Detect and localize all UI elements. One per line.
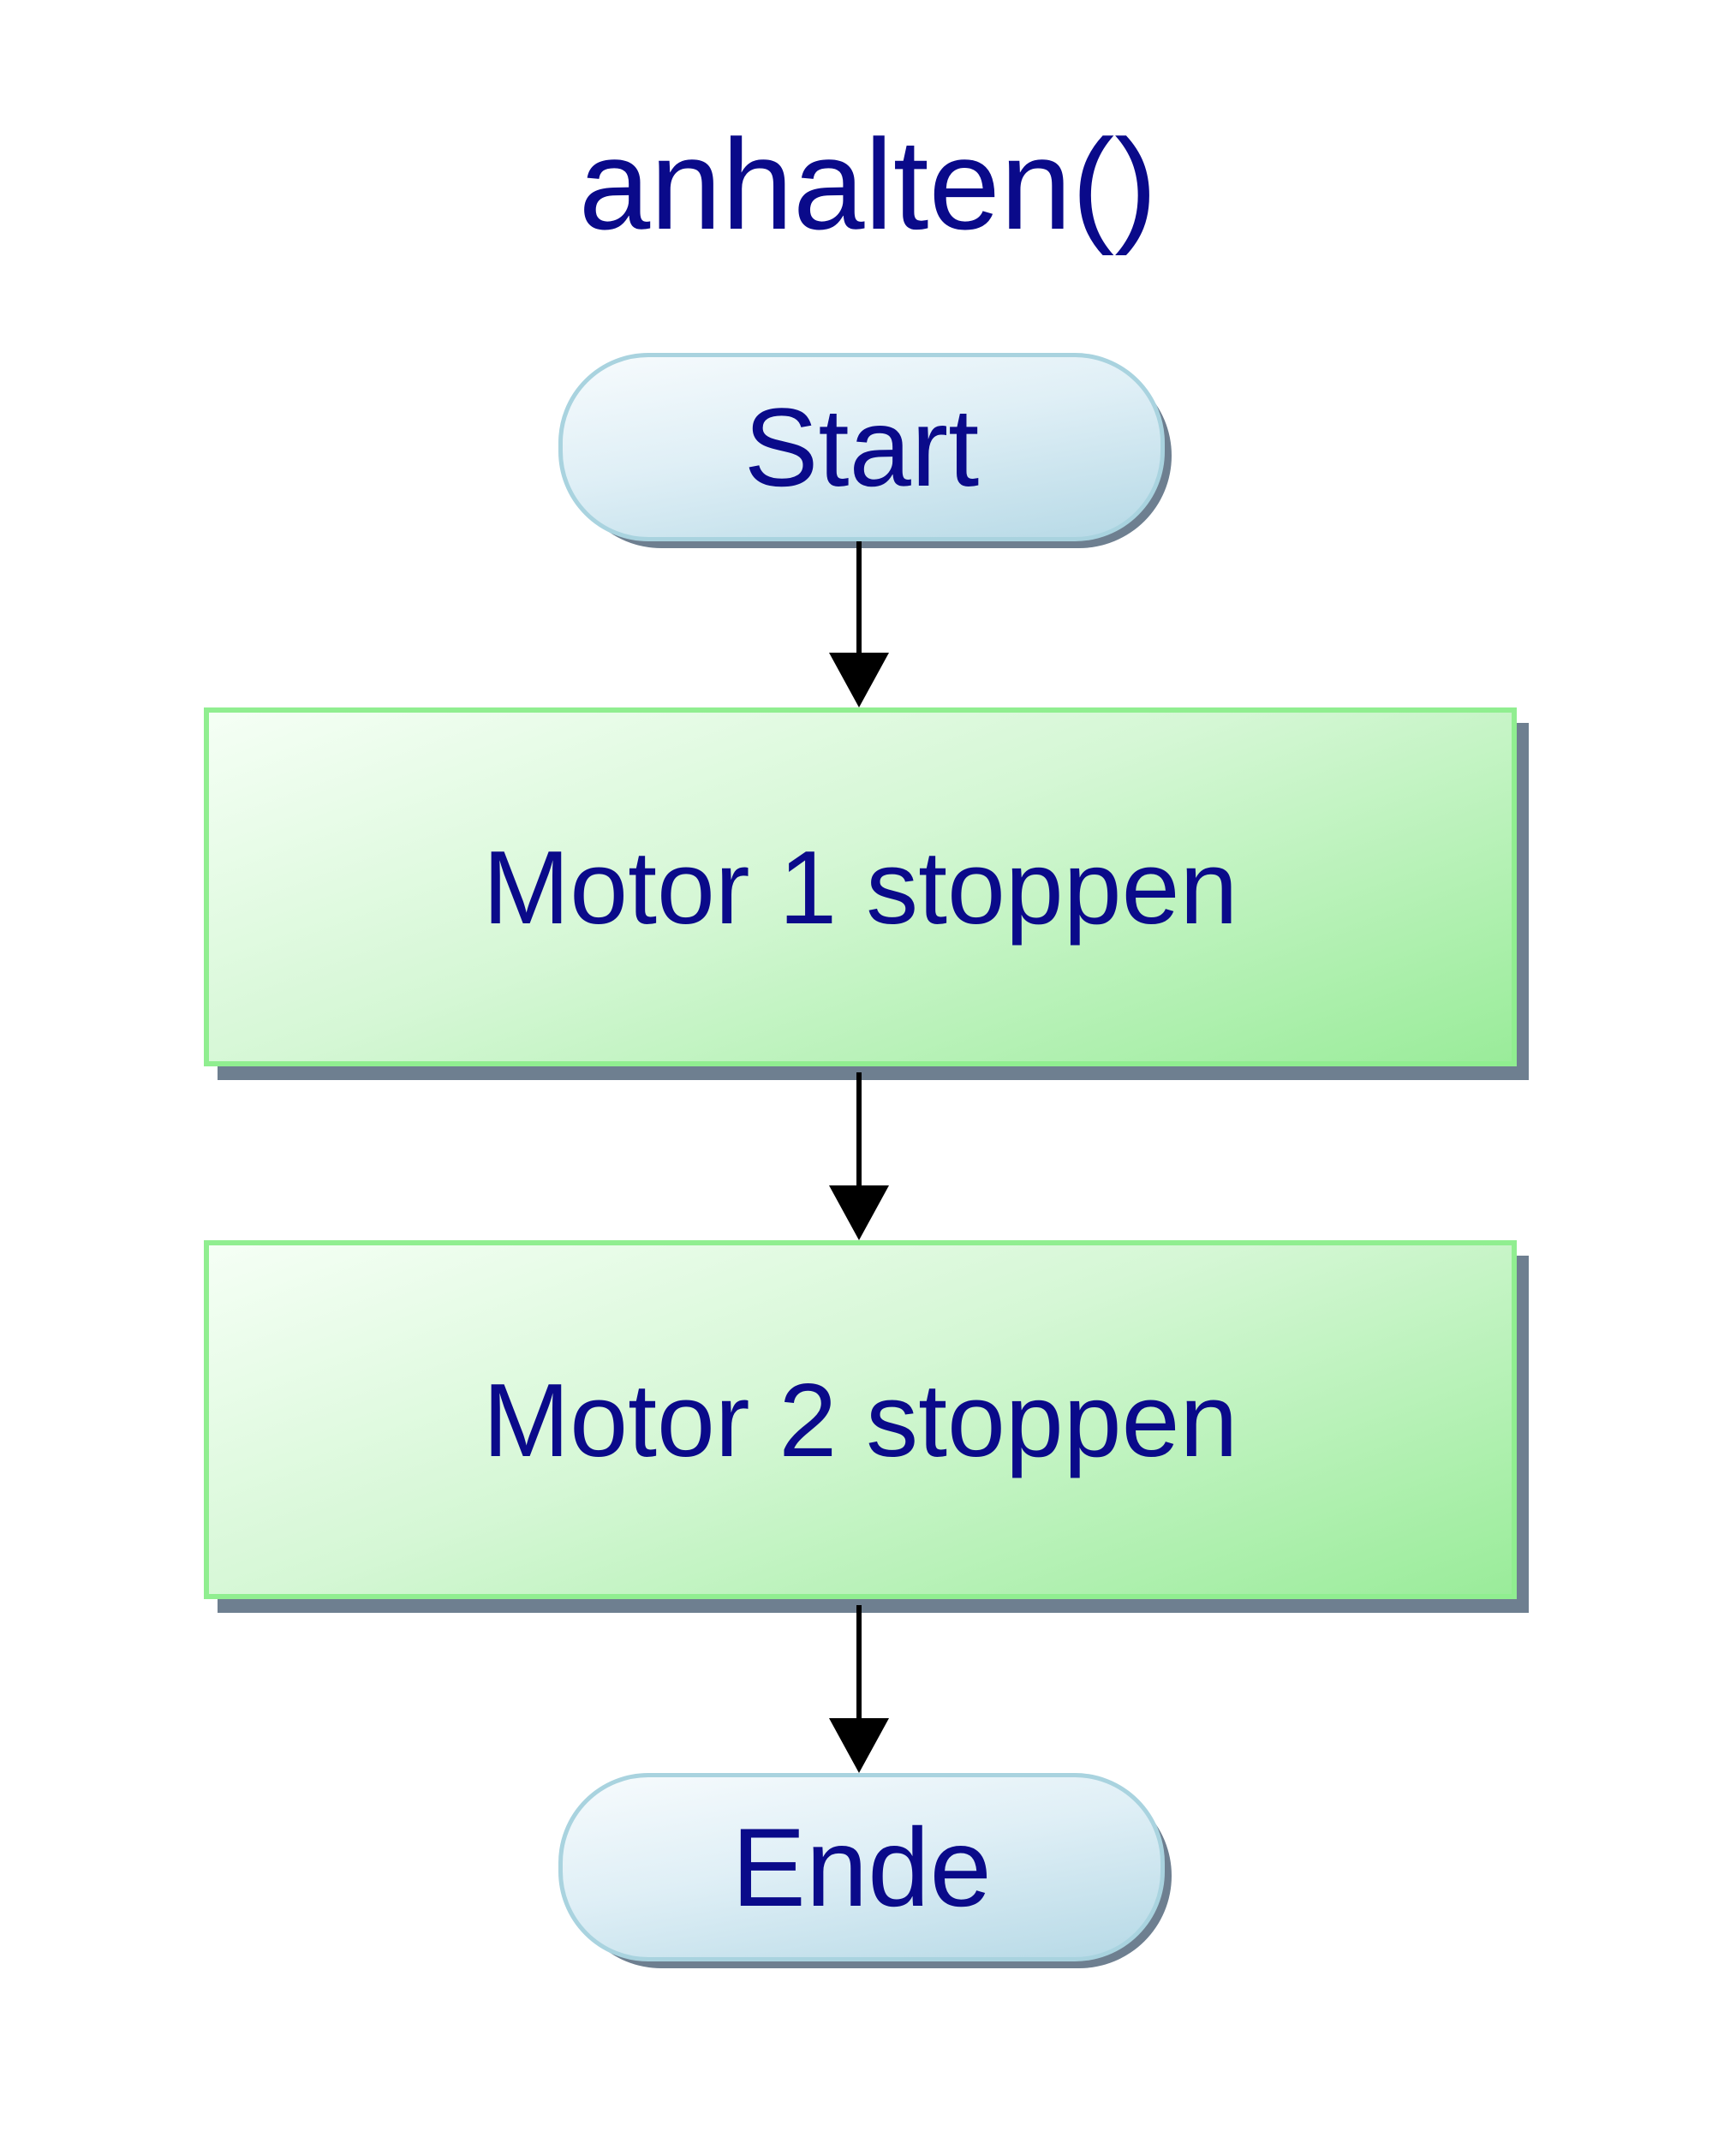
motor2-step: Motor 2 stoppen	[204, 1240, 1517, 1599]
arrow-step1-to-step2	[829, 1072, 889, 1240]
diagram-title: anhalten()	[578, 112, 1158, 256]
motor1-step: Motor 1 stoppen	[204, 707, 1517, 1066]
motor1-step-label: Motor 1 stoppen	[482, 828, 1238, 946]
end-node: Ende	[558, 1773, 1165, 1961]
motor2-step-label: Motor 2 stoppen	[482, 1361, 1238, 1478]
start-node-label: Start	[743, 385, 980, 510]
end-node-label: Ende	[731, 1805, 992, 1930]
arrow-start-to-step1	[829, 541, 889, 707]
start-node: Start	[558, 353, 1165, 541]
arrow-step2-to-end	[829, 1605, 889, 1773]
